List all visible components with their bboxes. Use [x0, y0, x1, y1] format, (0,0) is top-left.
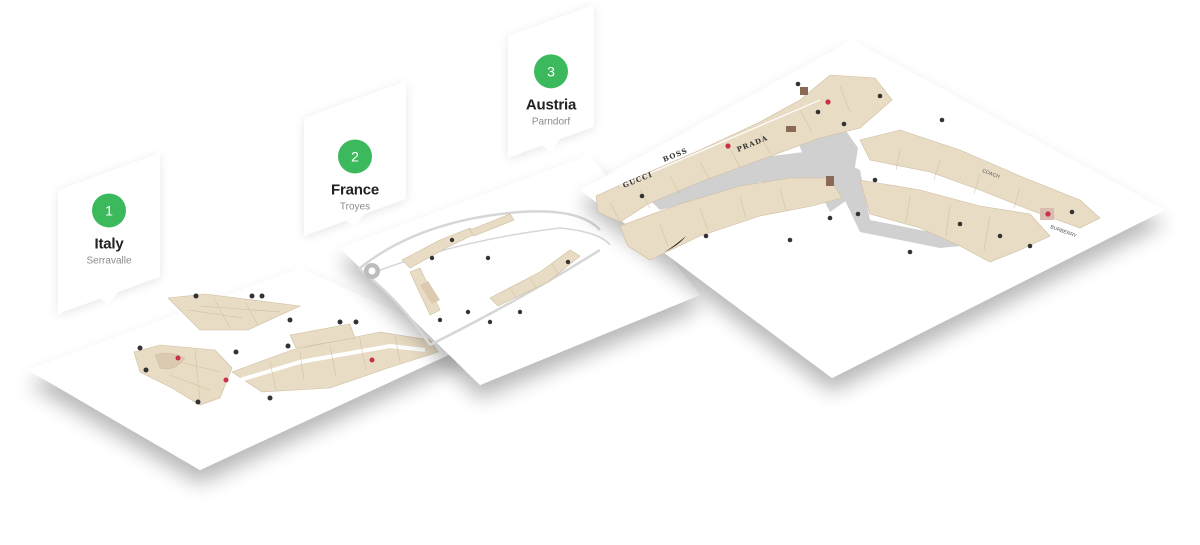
austria-poi-markers — [639, 81, 1075, 255]
france-store-cluster-east — [469, 213, 581, 307]
location-country: Italy — [94, 235, 124, 253]
italy-store-cluster-north — [167, 293, 302, 331]
location-country: Austria — [525, 96, 577, 114]
france-poi-markers — [429, 237, 571, 325]
france-store-cluster-west — [401, 227, 476, 316]
location-city: Troyes — [339, 201, 371, 213]
location-number-badge: 2 — [338, 139, 372, 174]
map-austria[interactable]: BOSS PRADA GUCCI BURBERRY COACH — [580, 40, 1165, 378]
austria-store-cluster-east[interactable] — [859, 129, 1101, 263]
map-italy[interactable] — [28, 268, 470, 470]
austria-store-cluster-southwest[interactable] — [619, 176, 843, 261]
location-city: Parndorf — [531, 116, 571, 128]
location-country: France — [331, 181, 379, 199]
italy-poi-markers — [137, 293, 375, 405]
location-number-badge: 1 — [92, 193, 126, 228]
italy-store-cluster-west — [133, 344, 233, 406]
location-city: Serravalle — [86, 255, 132, 267]
brand-label-coach: COACH — [981, 168, 1000, 180]
italy-store-cluster-arcade — [231, 323, 439, 393]
location-number-badge: 3 — [534, 54, 568, 89]
